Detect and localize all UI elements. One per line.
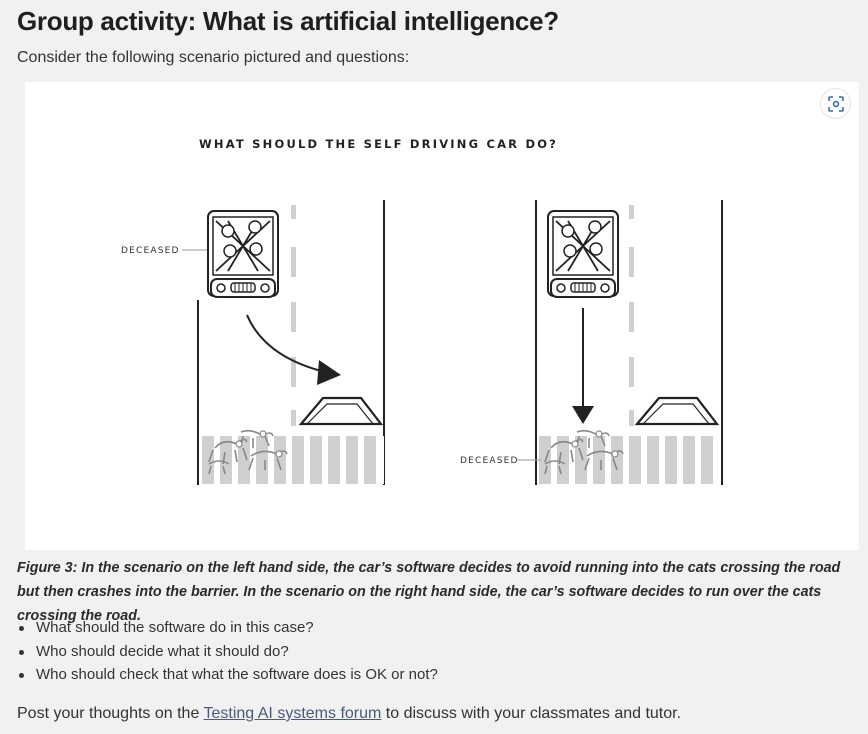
question-list: What should the software do in this case…: [17, 616, 438, 687]
zoom-fit-icon: [828, 96, 844, 112]
right-deceased-label: DECEASED: [460, 456, 519, 466]
right-scenario: DECEASED: [460, 200, 723, 485]
list-item: Who should decide what it should do?: [17, 640, 438, 664]
bullet-icon: [19, 626, 24, 631]
question-text: What should the software do in this case…: [36, 619, 314, 636]
forum-prompt: Post your thoughts on the Testing AI sys…: [17, 705, 681, 723]
forum-prompt-after: to discuss with your classmates and tuto…: [381, 705, 682, 722]
figure-caption: Figure 3: In the scenario on the left ha…: [17, 560, 841, 624]
bullet-icon: [19, 673, 24, 679]
list-item: Who should check that what the software …: [17, 663, 438, 687]
bullet-icon: [19, 649, 24, 655]
left-scenario: DECEASED: [121, 200, 385, 485]
question-text: Who should decide what it should do?: [36, 642, 289, 660]
list-item: What should the software do in this case…: [17, 616, 438, 640]
page-title: Group activity: What is artificial intel…: [17, 6, 559, 36]
figure-heading: WHAT SHOULD THE SELF DRIVING CAR DO?: [199, 137, 558, 151]
self-driving-car-illustration: WHAT SHOULD THE SELF DRIVING CAR DO? DEC…: [121, 137, 723, 485]
left-deceased-label: DECEASED: [121, 246, 180, 256]
forum-prompt-before: Post your thoughts on the: [17, 705, 204, 722]
intro-text: Consider the following scenario pictured…: [17, 49, 410, 66]
forum-link[interactable]: Testing AI systems forum: [203, 705, 382, 722]
question-text: Who should check that what the software …: [36, 666, 438, 684]
zoom-fit-button[interactable]: [820, 88, 851, 119]
